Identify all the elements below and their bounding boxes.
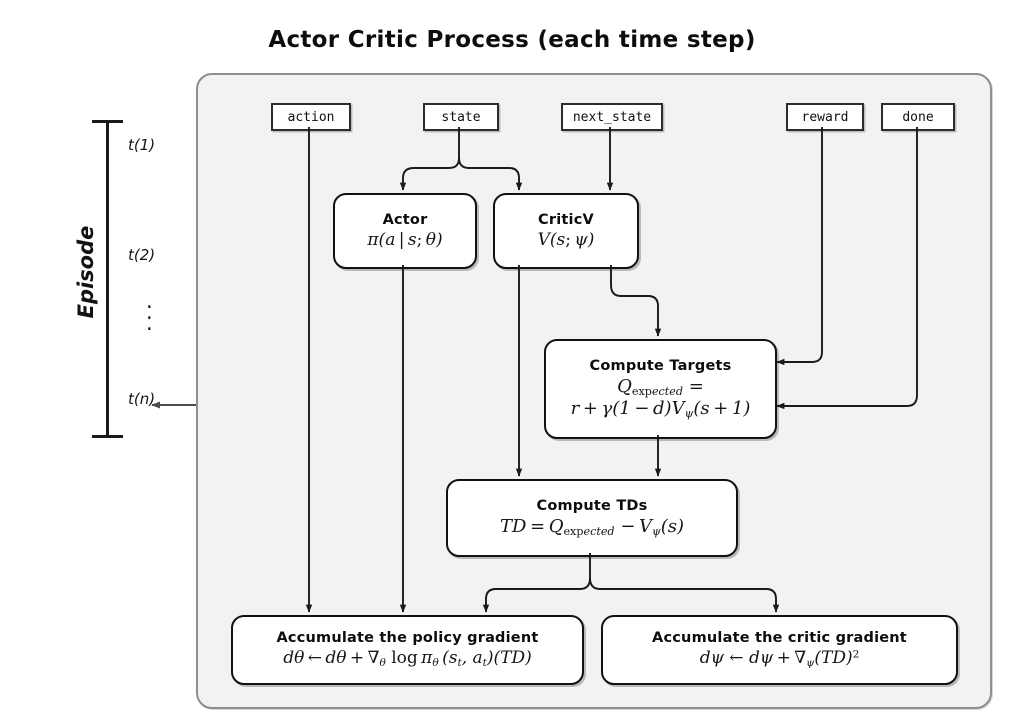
page-title: Actor Critic Process (each time step) (268, 27, 756, 53)
episode-axis-cap-top (92, 120, 123, 123)
node-compute-tds[interactable]: Compute TDs TD = Qexpected − Vψ(s) (446, 479, 738, 557)
vertical-ellipsis-icon: ··· (146, 295, 153, 341)
episode-label: Episode (74, 225, 98, 319)
io-box-next-state[interactable]: next_state (561, 103, 663, 131)
node-policy-gradient[interactable]: Accumulate the policy gradient dθ ← dθ +… (231, 615, 584, 685)
episode-tick-t1: t(1) (128, 136, 156, 154)
node-critic-gradient-formula: dψ ← dψ + ∇ψ(TD)2 (699, 648, 860, 670)
node-compute-targets-heading: Compute Targets (589, 357, 732, 374)
node-actor[interactable]: Actor π(a | s; θ) (333, 193, 477, 269)
episode-tick-t2: t(2) (128, 246, 156, 264)
node-critic-gradient[interactable]: Accumulate the critic gradient dψ ← dψ +… (601, 615, 958, 685)
node-criticv[interactable]: CriticV V(s; ψ) (493, 193, 639, 269)
node-compute-targets-formula-2: r + γ(1 − d)Vψ(s + 1) (570, 397, 751, 420)
node-compute-tds-formula: TD = Qexpected − Vψ(s) (499, 516, 685, 539)
io-box-action[interactable]: action (271, 103, 351, 131)
node-compute-tds-heading: Compute TDs (536, 497, 648, 514)
episode-axis-line (106, 120, 109, 438)
node-compute-targets-formula-1: Qexpected = (617, 375, 704, 398)
node-compute-targets[interactable]: Compute Targets Qexpected = r + γ(1 − d)… (544, 339, 777, 439)
node-criticv-heading: CriticV (538, 211, 594, 228)
node-policy-gradient-formula: dθ ← dθ + ∇θ log πθ (st, at)(TD) (283, 648, 532, 670)
io-box-reward[interactable]: reward (786, 103, 864, 131)
node-actor-formula: π(a | s; θ) (367, 230, 443, 251)
node-policy-gradient-heading: Accumulate the policy gradient (276, 630, 539, 647)
node-criticv-formula: V(s; ψ) (537, 230, 595, 251)
io-box-state[interactable]: state (423, 103, 499, 131)
node-actor-heading: Actor (382, 211, 428, 228)
io-box-done[interactable]: done (881, 103, 955, 131)
episode-axis: Episode t(1) t(2) t(n) ··· (62, 110, 192, 450)
episode-tick-tn: t(n) (128, 390, 156, 408)
node-critic-gradient-heading: Accumulate the critic gradient (652, 630, 907, 647)
episode-axis-cap-bottom (92, 435, 123, 438)
